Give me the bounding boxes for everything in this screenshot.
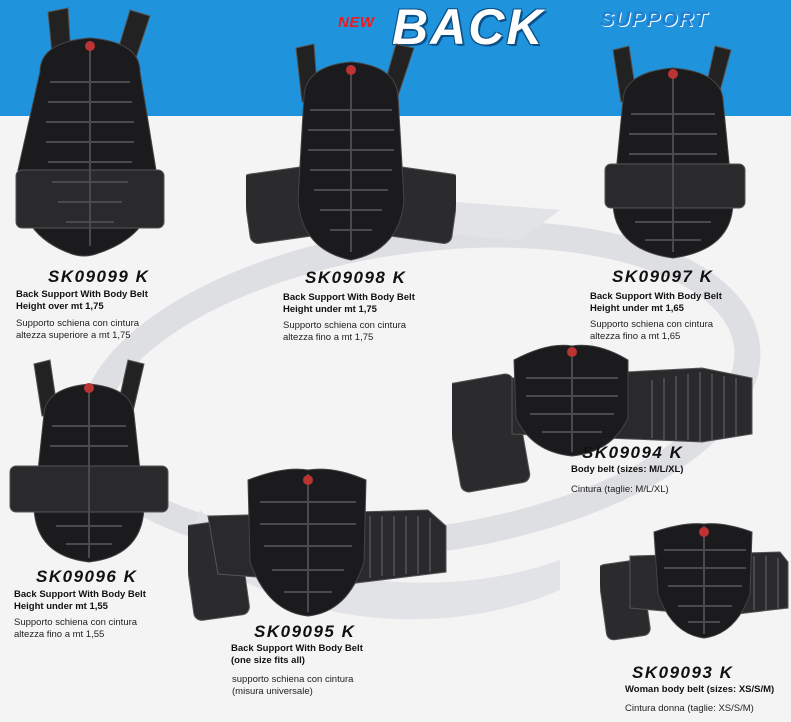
body-belt-image: [188, 466, 450, 622]
product-desc-it: supporto schiena con cintura(misura univ…: [232, 674, 354, 697]
product-desc-en: Woman body belt (sizes: XS/S/M): [625, 684, 775, 695]
back-protector-image: [4, 358, 174, 564]
product-code: SK09094 K: [582, 443, 684, 462]
product-desc-en: Body belt (sizes: M/L/XL): [571, 464, 684, 475]
product-desc-it: Cintura donna (taglie: XS/S/M): [625, 703, 754, 714]
product-code: SK09097 K: [612, 267, 714, 286]
product-code: SK09093 K: [632, 663, 734, 682]
product-code: SK09096 K: [36, 567, 138, 586]
back-protector-image: [10, 2, 170, 264]
back-protector-image: [585, 44, 760, 262]
body-belt-image: [452, 338, 772, 494]
back-protector-image: [246, 40, 456, 265]
product-desc-it: Cintura (taglie: M/L/XL): [571, 484, 669, 495]
page-subtitle: SUPPORT: [600, 8, 709, 31]
body-belt-image: [600, 522, 790, 642]
product-code: SK09095 K: [254, 622, 356, 641]
page-title: BACK: [392, 0, 545, 55]
new-badge: NEW: [338, 14, 375, 31]
product-desc-en: Back Support With Body Belt(one size fit…: [231, 643, 363, 666]
product-code: SK09099 K: [48, 267, 150, 286]
product-code: SK09098 K: [305, 268, 407, 287]
